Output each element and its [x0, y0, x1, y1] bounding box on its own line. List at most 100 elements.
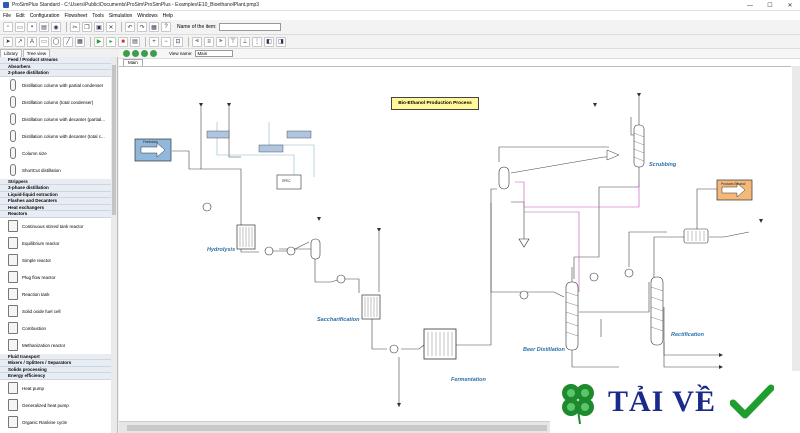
list-item[interactable]: Column size: [0, 145, 111, 162]
item-name-input[interactable]: [219, 23, 282, 31]
menu-windows[interactable]: Windows: [137, 12, 158, 19]
menu-tools[interactable]: Tools: [92, 12, 104, 19]
list-item[interactable]: Combustion: [0, 320, 111, 337]
scrollbar-thumb[interactable]: [127, 425, 547, 431]
align-left-icon[interactable]: ⫷: [192, 36, 202, 47]
scrubbing-column[interactable]: [633, 124, 645, 168]
previous-view-icon[interactable]: [141, 50, 148, 57]
category-liquid-liquid-extraction[interactable]: Liquid-liquid extraction: [0, 191, 111, 198]
category-heat-exchangers[interactable]: Heat exchangers: [0, 204, 111, 211]
align-bottom-icon[interactable]: ⊥: [240, 36, 250, 47]
distribute-icon[interactable]: ⋮: [252, 36, 262, 47]
pump-icon[interactable]: [202, 202, 212, 212]
category-absorbers[interactable]: Absorbers: [0, 63, 111, 70]
compressor-icon[interactable]: [606, 149, 620, 161]
list-item[interactable]: Methanization reactor: [0, 337, 111, 354]
list-item[interactable]: Heat pump: [0, 380, 111, 397]
menu-file[interactable]: File: [3, 12, 12, 19]
save-icon[interactable]: ▪: [27, 22, 37, 32]
remove-view-icon[interactable]: [132, 50, 139, 57]
list-item[interactable]: Simple reactor: [0, 252, 111, 269]
zoom-out-icon[interactable]: −: [161, 36, 171, 47]
list-item[interactable]: Distillation column (total condenser): [0, 94, 111, 111]
run-icon[interactable]: ▶: [94, 36, 104, 47]
category-2-phase-distillation[interactable]: 2-phase distillation: [0, 70, 111, 77]
category-3-phase-distillation[interactable]: 3-phase distillation: [0, 185, 111, 192]
heat-exchanger-icon[interactable]: [389, 344, 399, 354]
pointer-icon[interactable]: ➤: [3, 36, 13, 47]
menu-configuration[interactable]: Configuration: [29, 12, 60, 19]
category-mixers-splitters[interactable]: Mixers / Splitters / Separators: [0, 360, 111, 367]
menu-edit[interactable]: Edit: [16, 12, 25, 19]
menu-help[interactable]: Help: [162, 12, 173, 19]
heat-exchanger-icon[interactable]: [519, 290, 529, 300]
minimize-icon[interactable]: —: [747, 2, 753, 9]
properties-icon[interactable]: ▦: [149, 22, 159, 32]
open-folder-icon[interactable]: ▭: [15, 22, 25, 32]
align-right-icon[interactable]: ⫸: [216, 36, 226, 47]
heat-exchanger-icon[interactable]: [264, 246, 274, 256]
menu-simulation[interactable]: Simulation: [108, 12, 133, 19]
rectangle-icon[interactable]: ▭: [39, 36, 49, 47]
category-strippers[interactable]: Strippers: [0, 178, 111, 185]
flash-drum[interactable]: [498, 166, 510, 190]
help-icon[interactable]: ?: [161, 22, 171, 32]
next-view-icon[interactable]: [150, 50, 157, 57]
add-view-icon[interactable]: [123, 50, 130, 57]
control-block[interactable]: [286, 130, 312, 139]
list-item[interactable]: Plug flow reactor: [0, 269, 111, 286]
stop-icon[interactable]: ■: [118, 36, 128, 47]
stream-icon[interactable]: ↗: [15, 36, 25, 47]
category-feed-product-streams[interactable]: Feed / Product streams: [0, 57, 111, 64]
flowsheet-canvas[interactable]: Bio-Ethanol Production Process Hydrolysi…: [119, 66, 791, 421]
undo-icon[interactable]: ↶: [125, 22, 135, 32]
report-icon[interactable]: ▤: [130, 36, 140, 47]
splitter-icon[interactable]: [518, 238, 530, 248]
paste-icon[interactable]: ▣: [94, 22, 104, 32]
copy-icon[interactable]: ❐: [82, 22, 92, 32]
library-scrollbar[interactable]: [111, 57, 117, 433]
zoom-in-icon[interactable]: +: [149, 36, 159, 47]
ellipse-icon[interactable]: ◯: [51, 36, 61, 47]
control-block[interactable]: [258, 144, 284, 153]
category-fluid-transport[interactable]: Fluid transport: [0, 353, 111, 360]
beer-distillation-column[interactable]: [565, 281, 579, 351]
preview-icon[interactable]: ◉: [51, 22, 61, 32]
grid-icon[interactable]: ▦: [75, 36, 85, 47]
category-energy-efficiency[interactable]: Energy efficiency: [0, 373, 111, 380]
list-item[interactable]: Generalized heat pump: [0, 397, 111, 414]
print-icon[interactable]: ▤: [39, 22, 49, 32]
back-icon[interactable]: ◨: [276, 36, 286, 47]
tab-main[interactable]: Main: [123, 59, 143, 66]
run-step-icon[interactable]: ▸: [106, 36, 116, 47]
redo-icon[interactable]: ↷: [137, 22, 147, 32]
maximize-icon[interactable]: ☐: [767, 3, 773, 9]
flowsheet-title[interactable]: Bio-Ethanol Production Process: [391, 97, 479, 110]
canvas-vertical-scrollbar[interactable]: [792, 66, 800, 421]
list-item[interactable]: Distillation column with decanter (parti…: [0, 111, 111, 128]
list-item[interactable]: ShortCut distillation: [0, 162, 111, 179]
align-center-icon[interactable]: ≡: [204, 36, 214, 47]
rectification-column[interactable]: [650, 276, 664, 346]
list-item[interactable]: Distillation column with partial condens…: [0, 77, 111, 94]
flash-drum[interactable]: [310, 238, 321, 260]
view-name-input[interactable]: Main: [195, 50, 234, 57]
heat-exchanger-icon[interactable]: [286, 246, 296, 256]
list-item[interactable]: Solid oxide fuel cell: [0, 303, 111, 320]
delete-icon[interactable]: ✕: [106, 22, 116, 32]
tab-library[interactable]: Library: [0, 49, 22, 57]
list-item[interactable]: Organic Rankine cycle: [0, 414, 111, 431]
category-reactors[interactable]: Reactors: [0, 211, 111, 218]
menu-flowsheet[interactable]: Flowsheet: [64, 12, 88, 19]
new-file-icon[interactable]: ▫: [3, 22, 13, 32]
line-icon[interactable]: ╱: [63, 36, 73, 47]
list-item[interactable]: Distillation column with decanter (total…: [0, 128, 111, 145]
align-top-icon[interactable]: ⊤: [228, 36, 238, 47]
condenser-icon[interactable]: [589, 272, 599, 282]
scrollbar-thumb[interactable]: [112, 65, 116, 215]
control-block[interactable]: [206, 130, 230, 139]
list-item[interactable]: Reaction tank: [0, 286, 111, 303]
close-icon[interactable]: ✕: [787, 3, 793, 9]
text-icon[interactable]: A: [27, 36, 37, 47]
category-solids-processing[interactable]: Solids processing: [0, 366, 111, 373]
